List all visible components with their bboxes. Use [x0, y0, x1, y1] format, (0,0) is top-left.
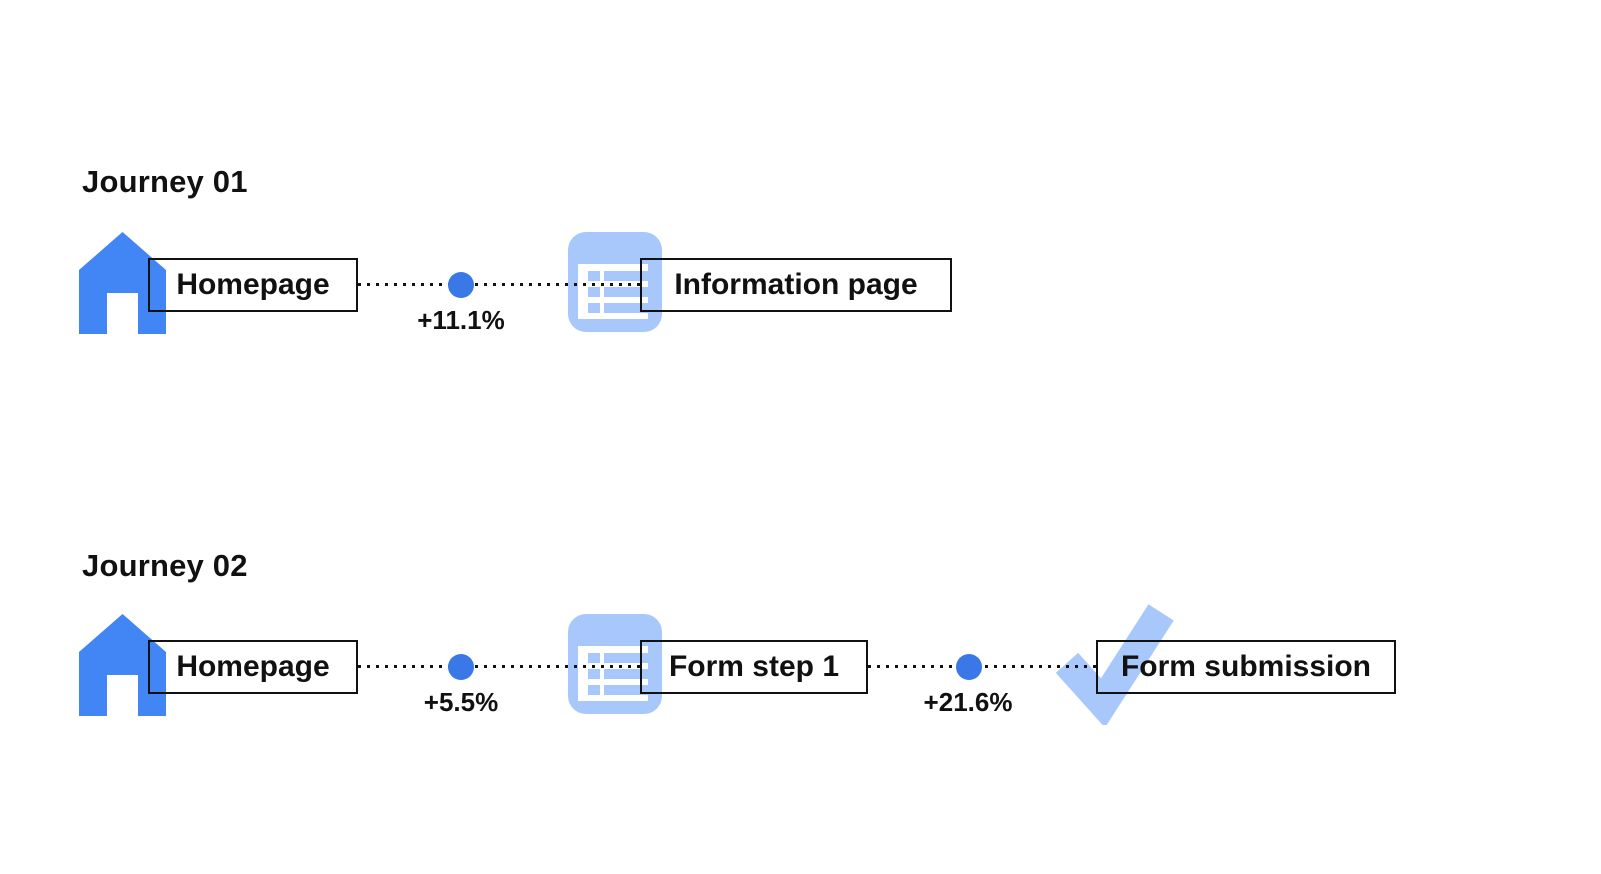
step-label-box-homepage: Homepage: [148, 640, 358, 694]
step-label: Homepage: [176, 650, 330, 683]
transition-dot-icon: [956, 654, 982, 680]
step-label-box-form-step-1: Form step 1: [640, 640, 868, 694]
transition-dot-icon: [448, 272, 474, 298]
step-label: Information page: [674, 268, 918, 301]
transition-delta: +5.5%: [423, 687, 499, 717]
journey-1-title: Journey 01: [82, 163, 248, 199]
checkmark-icon: [1055, 604, 1174, 725]
transition-dotted-line: [358, 665, 640, 668]
home-icon: [79, 614, 166, 716]
home-icon: [79, 232, 166, 334]
transition-dotted-line: [358, 283, 640, 286]
information-page-icon: [568, 614, 662, 714]
step-label-box-homepage: Homepage: [148, 258, 358, 312]
transition-dotted-line: [868, 665, 1096, 668]
information-page-icon: [568, 232, 662, 332]
transition-delta: +21.6%: [923, 687, 1013, 717]
transition-delta: +11.1%: [417, 305, 505, 335]
transition-dot-icon: [448, 654, 474, 680]
step-label-box-form-submission: Form submission: [1096, 640, 1396, 694]
step-label: Homepage: [176, 268, 330, 301]
journey-2-title: Journey 02: [82, 547, 248, 583]
step-label-box-information-page: Information page: [640, 258, 952, 312]
step-label: Form step 1: [668, 650, 840, 683]
step-label: Form submission: [1120, 650, 1372, 683]
